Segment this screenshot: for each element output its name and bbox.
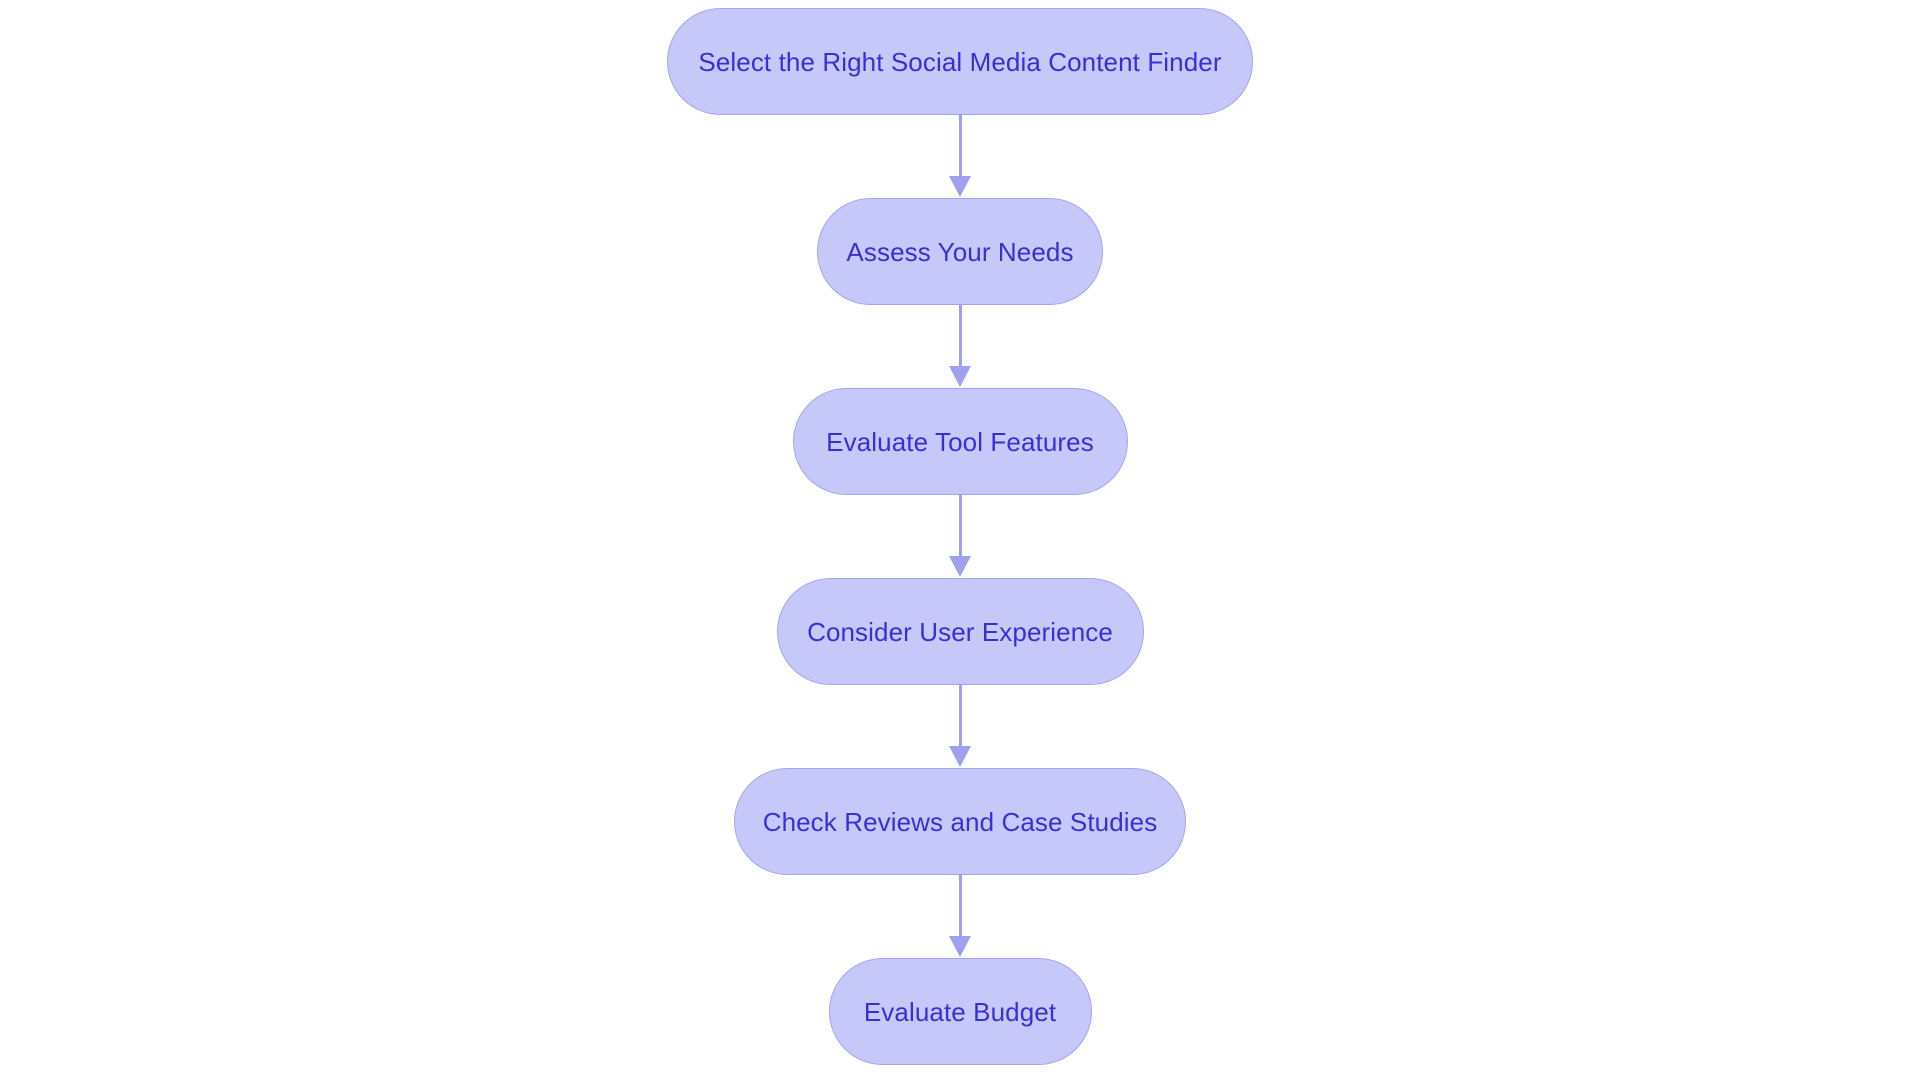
flow-arrow-node2-to-node3 <box>949 495 971 578</box>
arrowhead-down-icon <box>949 176 971 197</box>
flow-node-assess-your-needs[interactable]: Assess Your Needs <box>817 198 1103 305</box>
flow-arrow-node0-to-node1 <box>949 115 971 198</box>
flow-node-label: Consider User Experience <box>807 616 1113 647</box>
flow-arrow-node4-to-node5 <box>949 875 971 958</box>
arrow-line <box>958 495 962 557</box>
arrow-line <box>958 685 962 747</box>
flow-node-label: Assess Your Needs <box>846 236 1074 267</box>
arrowhead-down-icon <box>949 366 971 387</box>
flow-node-select-the-right-social-media-content-finder[interactable]: Select the Right Social Media Content Fi… <box>667 8 1253 115</box>
arrow-line <box>958 115 962 177</box>
flow-node-label: Check Reviews and Case Studies <box>762 806 1158 837</box>
flow-node-evaluate-tool-features[interactable]: Evaluate Tool Features <box>792 388 1128 495</box>
flow-node-consider-user-experience[interactable]: Consider User Experience <box>776 578 1144 685</box>
flow-node-label: Evaluate Budget <box>863 996 1057 1027</box>
flow-node-label: Evaluate Tool Features <box>826 426 1094 457</box>
arrow-line <box>958 305 962 367</box>
arrowhead-down-icon <box>949 556 971 577</box>
flow-arrow-node1-to-node2 <box>949 305 971 388</box>
flow-node-label: Select the Right Social Media Content Fi… <box>698 46 1222 77</box>
arrow-line <box>958 875 962 937</box>
arrowhead-down-icon <box>949 746 971 767</box>
flow-node-check-reviews-and-case-studies[interactable]: Check Reviews and Case Studies <box>734 768 1186 875</box>
flow-node-evaluate-budget[interactable]: Evaluate Budget <box>828 958 1092 1065</box>
arrowhead-down-icon <box>949 936 971 957</box>
flow-arrow-node3-to-node4 <box>949 685 971 768</box>
